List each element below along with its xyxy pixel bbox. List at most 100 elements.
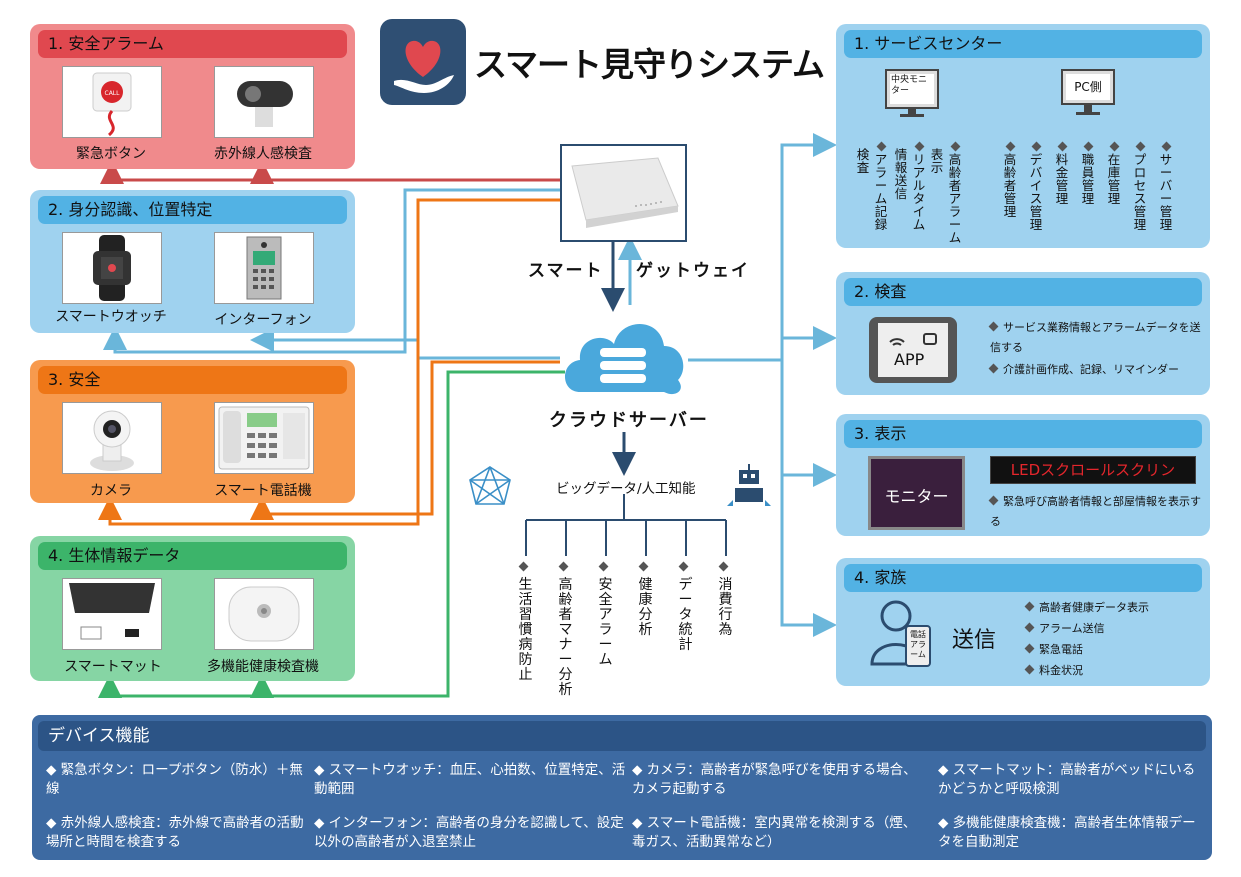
camera-image [62,402,162,474]
feature-item: ◆ 赤外線人感検査：赤外線で高齢者の活動場所と時間を検査する [46,815,304,850]
monitor-screen-image: モニター [868,456,965,530]
panel-title: 1. 安全アラーム [38,30,347,58]
family-bullet: 緊急電話 [1024,640,1083,660]
feature-item: ◆ 多機能健康検査機：高齢者生体情報データを自動測定 [938,815,1196,850]
analytics-item: 消費行為 [718,577,733,638]
panel-title: 4. 生体情報データ [38,542,347,570]
health-checker-image [214,578,314,650]
family-bullet: 料金状況 [1024,661,1083,681]
pc-item: プロセス管理 [1133,140,1147,231]
pc-item: 料金管理 [1055,140,1069,205]
inspection-bullet: サービス業務情報とアラームデータを送信する [988,321,1201,354]
app-label: APP [894,350,925,369]
analytics-diamond [718,556,733,575]
display-bullet: 緊急呼び高齢者情報と部屋情報を表示する [988,495,1201,528]
pc-icon: PC側 [1060,68,1116,118]
panel-family: 4. 家族 電話 アラーム 送信 高齢者健康データ表示 アラーム送信 緊急電話 … [836,558,1210,686]
smartwatch-image [62,232,162,304]
network-icon [466,464,514,508]
robot-icon [725,460,773,508]
pc-item: 在庫管理 [1107,140,1121,205]
analytics-item: 高齢者マナー分析 [558,577,573,698]
intercom-image [214,232,314,304]
analytics-item: 健康分析 [638,577,653,638]
pc-item: 高齢者管理 [1003,140,1017,218]
caption-health-checker: 多機能健康検査機 [207,659,319,675]
svg-text:CALL: CALL [105,90,121,97]
family-bullet: 高齢者健康データ表示 [1024,598,1149,618]
panel-service-center: 1. サービスセンター 中央モニター PC側 検査 アラーム記録 情報送信 リア… [836,24,1210,248]
cloud-icon [560,300,688,398]
panel-display: 3. 表示 モニター LEDスクロールスクリン 緊急呼び高齢者情報と部屋情報を表… [836,414,1210,536]
caption-smart-mat: スマートマット [64,659,162,675]
panel-title: 3. 表示 [844,420,1202,448]
send-label: 送信 [952,628,997,653]
gateway-label-left: スマート [528,261,604,281]
service-item: 検査 [856,147,870,175]
smart-phone-image [214,402,314,474]
logo [380,19,466,105]
feature-item: ◆ インターフォン：高齢者の身分を認識して、設定以外の高齢者が入退室禁止 [314,815,624,850]
feature-item: ◆ スマート電話機：室内異常を検測する（煙、毒ガス、活動異常など） [632,815,917,850]
panel-title: 1. サービスセンター [844,30,1202,58]
service-item: アラーム記録 [874,140,888,231]
page-title: スマート見守りシステム [474,45,825,84]
pc-item: サーバー管理 [1159,140,1173,231]
panel-identity: 2. 身分認識、位置特定 スマートウオッチ インターフォン [30,190,355,333]
gateway-label-right: ゲットウェイ [636,261,750,281]
panel-title: 3. 安全 [38,366,347,394]
service-item: 情報送信 [894,147,908,201]
smart-mat-image [62,578,162,650]
emergency-button-image: CALL [62,66,162,138]
panel-title: 4. 家族 [844,564,1202,592]
phone-label: 電話 アラーム [910,630,926,659]
panel-safety: 3. 安全 カメラ スマート電話機 [30,360,355,503]
feature-item: ◆ カメラ：高齢者が緊急呼びを使用する場合、カメラ起動する [632,762,917,797]
central-monitor-label: 中央モニター [891,75,928,96]
panel-biometric: 4. 生体情報データ スマートマット 多機能健康検査機 [30,536,355,681]
caption-infrared-sensor: 赤外線人感検査 [214,146,312,162]
analytics-item: データ統計 [678,577,693,653]
panel-safety-alarm: 1. 安全アラーム CALL 緊急ボタン 赤外線人感検査 [30,24,355,169]
bigdata-label: ビッグデータ/人工知能 [556,481,696,497]
panel-inspection: 2. 検査 APP サービス業務情報とアラームデータを送信する 介護計画作成、記… [836,272,1210,395]
analytics-item: 安全アラーム [598,577,613,668]
pc-label: PC側 [1074,80,1102,94]
caption-smartwatch: スマートウオッチ [55,309,167,325]
analytics-diamond [558,556,573,575]
app-tablet-icon: APP [868,316,958,384]
cloud-label: クラウドサーバー [549,410,709,431]
panel-title: 2. 検査 [844,278,1202,306]
analytics-item: 生活習慣病防止 [518,577,533,683]
caption-emergency-button: 緊急ボタン [76,146,146,162]
caption-camera: カメラ [90,483,132,499]
panel-title: 2. 身分認識、位置特定 [38,196,347,224]
led-text: LEDスクロールスクリン [1010,461,1176,479]
service-item: 表示 [930,147,944,175]
service-item: リアルタイム [912,140,926,231]
feature-item: ◆ スマートウオッチ：血圧、心拍数、位置特定、活動範囲 [314,762,626,797]
feature-item: ◆ スマートマット：高齢者がベッドにいるかどうかと呼吸検測 [938,762,1196,797]
caption-intercom: インターフォン [214,312,312,328]
led-scroll-screen: LEDスクロールスクリン [990,456,1196,484]
device-functions-panel: デバイス機能 ◆ 緊急ボタン：ロープボタン（防水）＋無線 ◆ スマートウオッチ：… [32,715,1212,860]
analytics-diamond [518,556,533,575]
family-bullet: アラーム送信 [1024,619,1105,639]
pc-item: デバイス管理 [1029,140,1043,231]
heart-hand-icon [394,40,454,93]
analytics-diamond [598,556,613,575]
infrared-sensor-image [214,66,314,138]
family-user-icon: 電話 アラーム [866,598,956,668]
caption-smart-phone: スマート電話機 [214,483,312,499]
analytics-diamond [678,556,693,575]
monitor-label: モニター [884,487,949,506]
central-monitor-icon: 中央モニター [884,68,940,118]
device-functions-title: デバイス機能 [38,721,1206,751]
service-item: 高齢者アラーム [948,140,962,244]
pc-item: 職員管理 [1081,140,1095,205]
analytics-diamond [638,556,653,575]
inspection-bullet: 介護計画作成、記録、リマインダー [988,360,1204,380]
feature-item: ◆ 緊急ボタン：ロープボタン（防水）＋無線 [46,762,303,797]
gateway-image [560,144,687,242]
